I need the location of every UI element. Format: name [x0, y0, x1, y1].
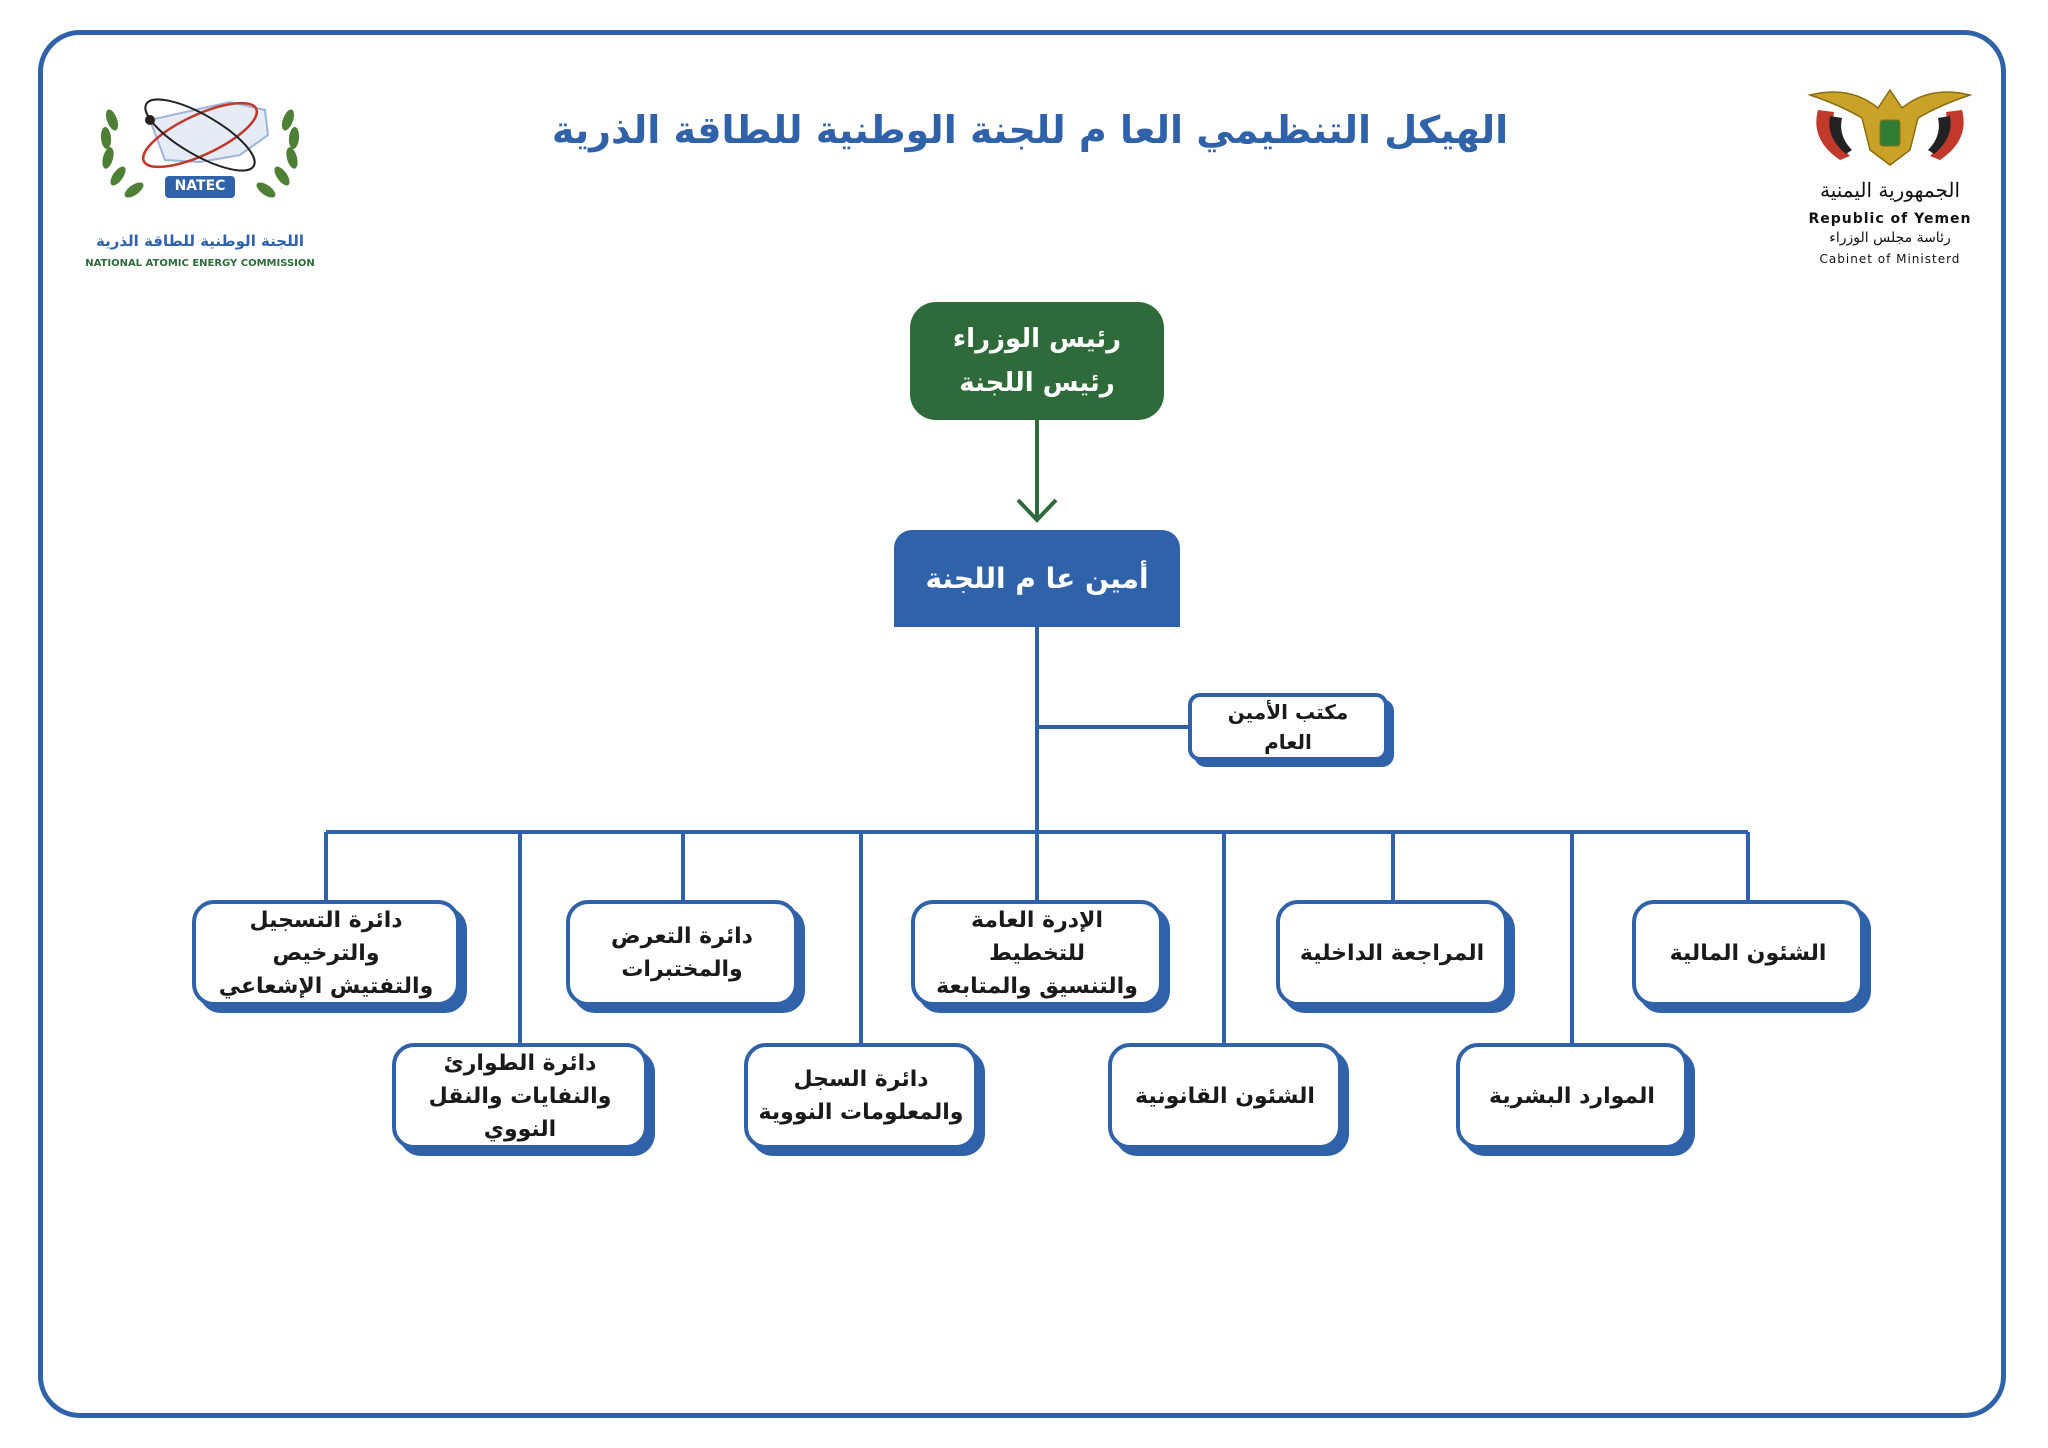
dept-financial-affairs: الشئون المالية [1632, 900, 1864, 1006]
natec-name-ar: اللجنة الوطنية للطاقة الذرية [96, 232, 304, 250]
yemen-script-ar: الجمهورية اليمنية [1819, 178, 1961, 202]
sg-office-label: مكتب الأمين العام [1227, 700, 1349, 754]
page-frame [38, 30, 2006, 1418]
natec-logo: NATEC اللجنة الوطنية للطاقة الذرية NATIO… [85, 80, 315, 280]
secretary-general-box: أمين عا م اللجنة [894, 530, 1180, 627]
dept-line1: الشئون القانونية [1135, 1083, 1315, 1109]
dept-line1: دائرة الطوارئ [443, 1050, 597, 1076]
yemen-logo: الجمهورية اليمنية Republic of Yemen رئاس… [1800, 80, 1980, 280]
prime-minister-box: رئيس الوزراء رئيس اللجنة [910, 302, 1164, 420]
dept-line1: دائرة التسجيل والترخيص [249, 907, 403, 966]
pm-title: رئيس الوزراء [952, 323, 1122, 354]
page-title: الهيكل التنظيمي العا م للجنة الوطنية للط… [551, 108, 1509, 152]
dept-planning-coordination: الإدرة العامة للتخطيط والتنسيق والمتابعة [911, 900, 1163, 1006]
dept-line1: دائرة السجل [793, 1067, 929, 1092]
dept-exposure-labs: دائرة التعرض والمختبرات [566, 900, 798, 1006]
dept-line1: الإدرة العامة للتخطيط [971, 907, 1103, 966]
dept-line2: والمختبرات [621, 957, 743, 982]
dept-line2: والمعلومات النووية [758, 1100, 964, 1125]
natec-name-en: NATIONAL ATOMIC ENERGY COMMISSION [85, 258, 315, 269]
natec-badge: NATEC [174, 178, 226, 194]
secretary-general-label: أمين عا م اللجنة [925, 562, 1149, 595]
yemen-republic-en: Republic of Yemen [1808, 211, 1972, 227]
yemen-cabinet-ar: رئاسة مجلس الوزراء [1829, 230, 1951, 246]
sg-office-box: مكتب الأمين العام [1188, 693, 1388, 761]
dept-registry-information: دائرة السجل والمعلومات النووية [744, 1043, 978, 1149]
eagle-emblem-icon [1807, 88, 1973, 166]
dept-line2: والتنسيق والمتابعة [936, 973, 1138, 999]
committee-chair-title: رئيس اللجنة [959, 368, 1115, 398]
dept-emergency-waste: دائرة الطوارئ والنفايات والنقل النووي [392, 1043, 648, 1149]
natec-emblem-icon [100, 98, 300, 198]
dept-legal-affairs: الشئون القانونية [1108, 1043, 1342, 1149]
dept-registration-licensing: دائرة التسجيل والترخيص والتفتيش الإشعاعي [192, 900, 460, 1006]
dept-line1: الموارد البشرية [1489, 1083, 1655, 1109]
dept-internal-audit: المراجعة الداخلية [1276, 900, 1508, 1006]
arrow-down-icon [1016, 498, 1058, 523]
dept-line1: الشئون المالية [1669, 940, 1827, 966]
dept-line1: دائرة التعرض [611, 924, 753, 949]
dept-line2: والتفتيش الإشعاعي [218, 973, 434, 999]
dept-line2: والنفايات والنقل النووي [428, 1083, 612, 1142]
yemen-cabinet-en: Cabinet of Ministerd [1819, 252, 1961, 266]
dept-line1: المراجعة الداخلية [1299, 940, 1485, 966]
dept-human-resources: الموارد البشرية [1456, 1043, 1688, 1149]
